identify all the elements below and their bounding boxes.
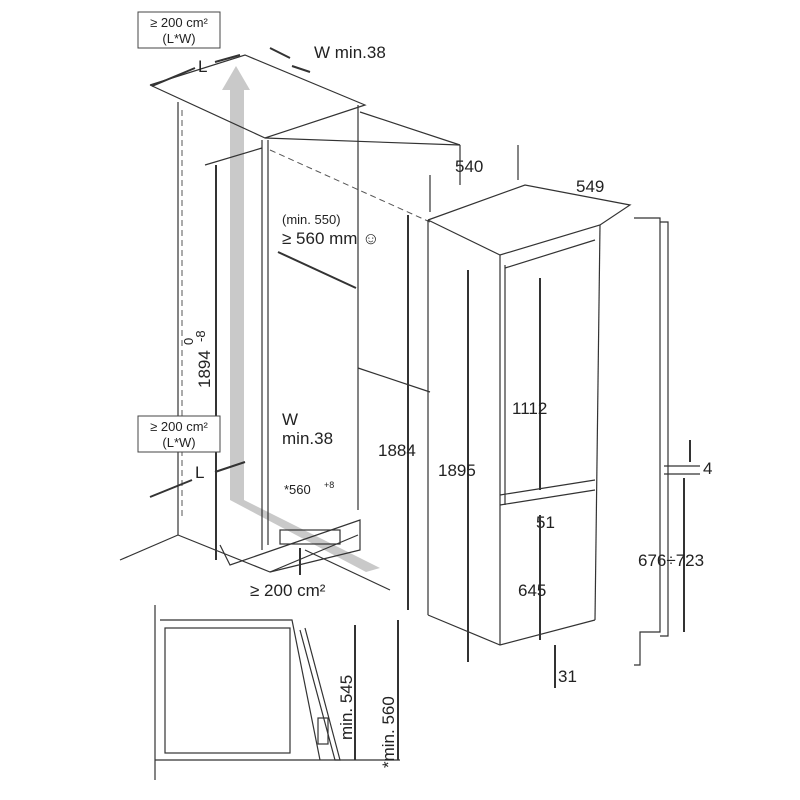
niche-depth-rec: ≥ 560 mm ☺ (282, 229, 380, 248)
niche-width-tol: +8 (324, 480, 334, 490)
gap-height: 51 (536, 513, 555, 532)
vent-bottom-l: L (195, 463, 204, 482)
panel-gap: 4 (703, 459, 712, 478)
appliance (427, 184, 632, 646)
appliance-width: 540 (455, 157, 483, 176)
airflow-bottom (230, 500, 380, 572)
niche-height-tol-upper: 0 (181, 338, 196, 345)
niche-height-tol-lower: -8 (193, 330, 208, 342)
side-section (154, 605, 400, 780)
appliance-height-feet: 1895 (438, 461, 476, 480)
niche-cabinet (119, 54, 461, 591)
niche-height: 1894 (195, 350, 214, 388)
appliance-depth: 549 (576, 177, 604, 196)
vent-top-formula: (L*W) (162, 31, 195, 46)
plinth-vent-area: ≥ 200 cm² (250, 581, 326, 600)
bottom-height: 31 (558, 667, 577, 686)
vent-top-l: L (198, 57, 207, 76)
airflow-arrow-up (222, 66, 250, 500)
door-panel (634, 217, 700, 666)
niche-width: *560 (284, 482, 311, 497)
vent-bottom-w: W (282, 410, 298, 429)
lower-door-height: 645 (518, 581, 546, 600)
upper-door-height: 1112 (512, 399, 547, 418)
appliance-height-total: 1884 (378, 441, 416, 460)
vent-top-box (137, 11, 221, 49)
vent-top-area: ≥ 200 cm² (150, 15, 208, 30)
panel-range: 676÷723 (638, 551, 704, 570)
vent-bottom-formula: (L*W) (162, 435, 195, 450)
vent-bottom-w-min: min.38 (282, 429, 333, 448)
side-min-a: min. 545 (337, 675, 356, 740)
side-min-b: *min. 560 (379, 696, 398, 768)
vent-bottom-box (137, 415, 221, 453)
vent-top-w: W min.38 (314, 43, 386, 62)
vent-bottom-area: ≥ 200 cm² (150, 419, 208, 434)
niche-depth-min: (min. 550) (282, 212, 341, 227)
